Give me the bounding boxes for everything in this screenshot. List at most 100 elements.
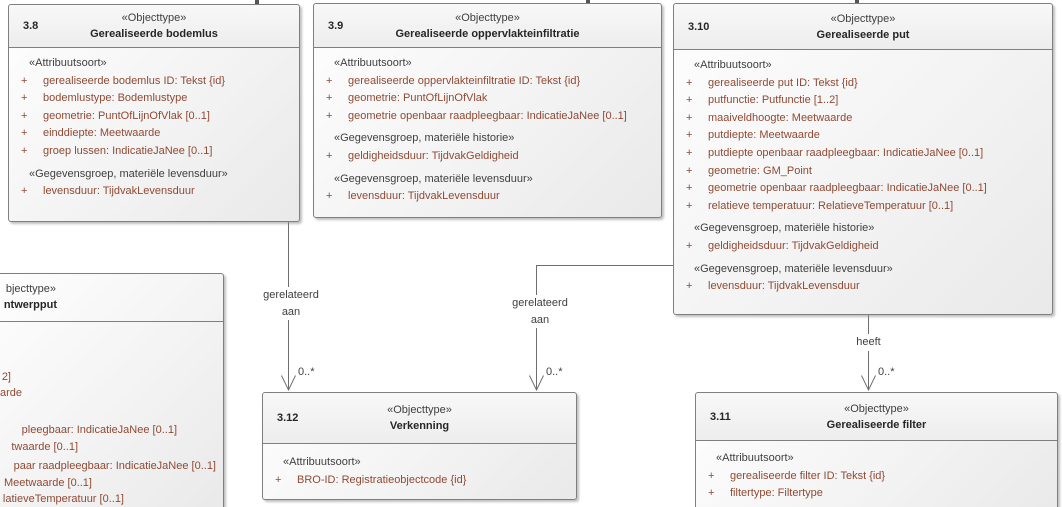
attribute-text: groep lussen: IndicatieJaNee [0..1] [43,144,213,157]
visibility-public: + [275,473,282,486]
visibility-public: + [686,146,693,159]
class-box-gerealiseerde-bodemlus[interactable]: 3.8 «Objecttype» Gerealiseerde bodemlus … [8,4,300,222]
attribute-row: + geometrie: PuntOfLijnOfVlak [318,90,657,108]
attribute-text: levensduur: TijdvakLevensduur [708,280,860,293]
association-label-gerelateerd-aan-left: gerelateerd aan [246,287,336,320]
class-name: Gerealiseerde oppervlakteinfiltratie [395,27,580,40]
attribute-text: bodemlustype: Bodemlustype [43,92,188,105]
attribute-fragment: Meetwaarde [0..1] [3,477,92,489]
attribute-row: +geldigheidsduur: TijdvakGeldigheid [318,148,657,166]
class-box-verkenning[interactable]: 3.12 «Objecttype» Verkenning «Attribuuts… [262,392,577,500]
visibility-public: + [21,92,28,105]
class-number: 3.11 [710,410,731,423]
section-header: «Attribuutsoort» [716,452,794,464]
class-header-divider [0,321,223,322]
section-header: «Attribuutsoort» [334,57,412,69]
class-name-fragment: ntwerpput [3,299,57,311]
class-stereotype: «Objecttype» [830,12,896,25]
class-attributes: «Attribuutsoort» +gerealiseerde bodemlus… [9,48,299,205]
class-stereotype: «Objecttype» [844,402,909,415]
class-stereotype: «Objecttype» [387,404,452,416]
visibility-public: + [21,109,28,122]
class-number: 3.9 [328,19,344,32]
attribute-text: gerealiseerde bodemlus ID: Tekst {id} [43,74,226,87]
class-number: 3.8 [23,20,39,32]
attribute-row: +maaiveldhoogte: Meetwaarde [678,110,1048,128]
attribute-text: geldigheidsduur: TijdvakGeldigheid [348,149,519,162]
attribute-row: + geometrie: GM_Point [678,163,1048,181]
class-box-gerealiseerde-filter[interactable]: 3.11 «Objecttype» Gerealiseerde filter «… [695,392,1058,507]
class-header: 3.12 «Objecttype» Verkenning [263,393,576,444]
attribute-row: +geometrie openbaar raadpleegbaar: Indic… [678,180,1048,198]
section-header: «Attribuutsoort» [694,59,772,71]
attribute-row: + levensduur: TijdvakLevensduur [678,278,1048,296]
attribute-row: + putfunctie: Putfunctie [1..2] [678,92,1048,110]
attribute-row: + bodemlustype: Bodemlustype [13,90,295,108]
visibility-public: + [708,469,715,482]
attribute-row: + groep lussen: IndicatieJaNee [0..1] [13,143,295,161]
attribute-row: + filtertype: Filtertype [700,485,1053,503]
attribute-text: geometrie: GM_Point [708,164,812,177]
multiplicity-label: 0..* [298,366,315,379]
attribute-text: gerealiseerde oppervlakteinfiltratie ID:… [348,74,581,87]
visibility-public: + [326,74,333,87]
section-header: «Attribuutsoort» [283,456,361,468]
class-name: Gerealiseerde put [816,28,910,41]
visibility-public: + [708,487,715,500]
class-box-ontwerpput-partial[interactable]: bjecttype» ntwerpput 2] arde pleegbaar: … [0,273,224,507]
visibility-public: + [686,111,693,124]
visibility-public: + [326,92,333,105]
attribute-row: + geldigheidsduur: TijdvakGeldigheid [678,238,1048,256]
attribute-row: + gerealiseerde bodemlus ID: Tekst {id} [13,73,295,91]
visibility-public: + [686,199,693,212]
attribute-row: + gerealiseerde oppervlakteinfiltratie ID… [318,73,657,91]
attribute-text: geometrie openbaar raadpleegbaar: Indica… [708,182,987,195]
class-name: Verkenning [389,420,450,432]
attribute-row: +BRO-ID: Registratieobjectcode {id} [267,472,572,490]
section-header: «Gegevensgroep, materiële levensduur» [29,167,228,180]
class-stereotype-fragment: bjecttype» [5,283,56,295]
attribute-text: geometrie: PuntOfLijnOfVlak [348,92,488,105]
attribute-row: +geometrie: PuntOfLijnOfVlak [0..1] [13,108,295,126]
class-attributes: «Attribuutsoort» + gerealiseerde oppervla… [314,48,661,210]
attribute-text: gerealiseerde put ID: Tekst {id} [708,76,858,89]
class-box-gerealiseerde-put[interactable]: 3.10 «Objecttype» Gerealiseerde put «Att… [673,3,1053,315]
attribute-text: levensduur: TijdvakLevensduur [348,190,500,203]
association-label-gerelateerd-aan-right: gerelateerd aan [495,295,585,328]
attribute-row: +einddiepte: Meetwaarde [13,125,295,143]
section-header: «Gegevensgroep, materiële levensduur» [334,172,533,185]
attribute-text: relatieve temperatuur: RelatieveTemperat… [708,199,954,212]
class-number: 3.10 [688,20,710,33]
attribute-text: geldigheidsduur: TijdvakGeldigheid [708,239,879,252]
attribute-text: putdiepte openbaar raadpleegbaar: Indica… [708,146,984,159]
class-name: Gerealiseerde filter [826,418,927,431]
visibility-public: + [686,239,693,252]
attribute-text: einddiepte: Meetwaarde [43,127,161,140]
attribute-fragment: paar raadpleegbaar: IndicatieJaNee [0..1… [13,460,216,472]
multiplicity-label: 0..* [546,366,563,379]
attribute-text: filtertype: Filtertype [730,487,823,500]
visibility-public: + [686,164,693,177]
class-attributes: «Attribuutsoort» + gerealiseerde filter I… [696,441,1057,507]
attribute-text: gerealiseerde filter ID: Tekst {id} [730,469,886,482]
visibility-public: + [686,94,693,107]
visibility-public: + [21,144,28,157]
attribute-text: geometrie openbaar raadpleegbaar: Indica… [348,109,627,122]
class-box-gerealiseerde-oppervlakteinfiltratie[interactable]: 3.9 «Objecttype» Gerealiseerde oppervlak… [313,3,662,218]
section-header: «Gegevensgroep, materiële historie» [334,132,515,145]
attribute-row: + gerealiseerde put ID: Tekst {id} [678,75,1048,93]
attribute-text: putdiepte: Meetwaarde [708,129,820,142]
visibility-public: + [686,129,693,142]
attribute-row: + relatieve temperatuur: RelatieveTempera… [678,198,1048,216]
visibility-public: + [686,280,693,293]
visibility-public: + [326,109,333,122]
visibility-public: + [21,185,28,198]
visibility-public: + [21,74,28,87]
visibility-public: + [686,76,693,89]
attribute-fragment: 2] [1,371,11,383]
class-attributes: «Attribuutsoort» + gerealiseerde put ID: … [674,50,1052,300]
class-stereotype: «Objecttype» [121,12,187,24]
class-header: 3.10 «Objecttype» Gerealiseerde put [674,4,1052,50]
attribute-text: putfunctie: Putfunctie [1..2] [708,94,839,107]
